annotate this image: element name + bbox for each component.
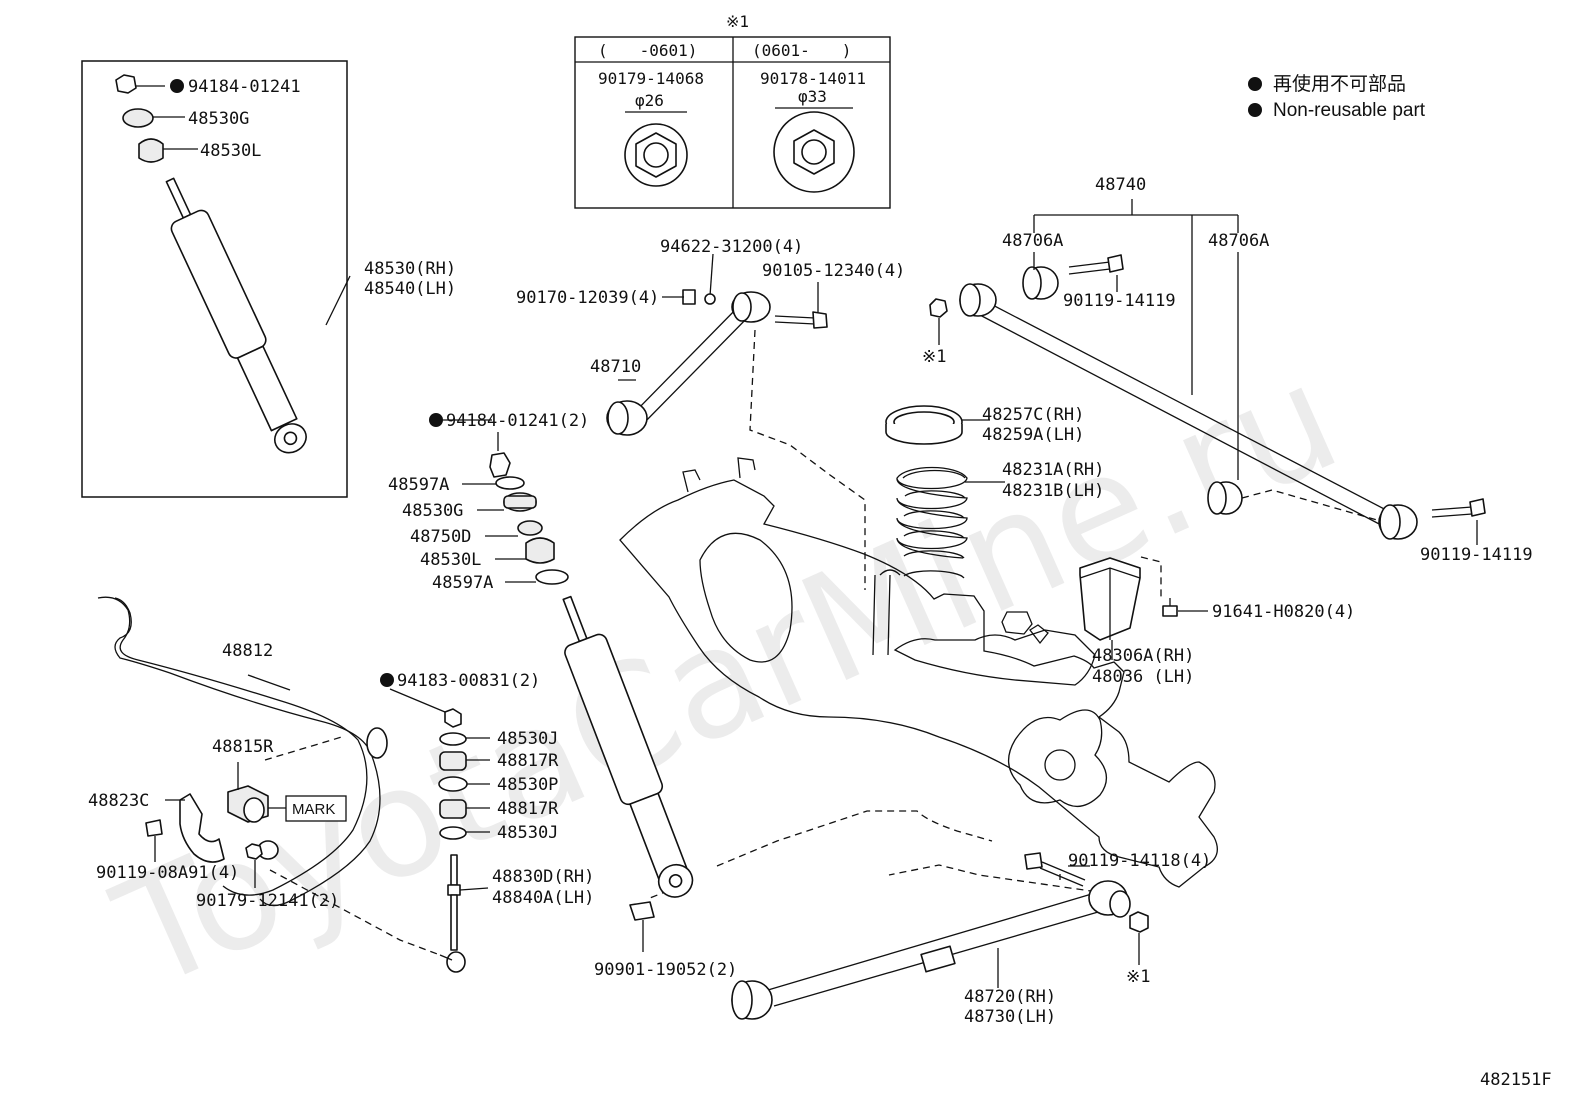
non-reusable-dot-icon <box>1248 77 1262 91</box>
label-48530j-2: 48530J <box>497 823 558 843</box>
label-48530g-top: 48530G <box>188 109 249 129</box>
nut-33-icon <box>773 107 855 193</box>
non-reusable-dot-icon <box>1248 103 1262 117</box>
nut-26-icon <box>624 111 688 187</box>
label-48530p: 48530P <box>497 775 558 795</box>
label-48530l-top: 48530L <box>200 141 261 161</box>
label-48823c: 48823C <box>88 791 149 811</box>
label-48597a-2: 48597A <box>432 573 493 593</box>
label-48706a-1: 48706A <box>1002 231 1063 251</box>
label-48830d: 48830D(RH) <box>492 867 594 887</box>
label-91641: 91641-H0820(4) <box>1212 602 1355 622</box>
label-48597a-1: 48597A <box>388 475 449 495</box>
lateral-control-rod <box>929 199 1486 545</box>
label-48530j-1: 48530J <box>497 729 558 749</box>
label-90119-14119-a: 90119-14119 <box>1063 291 1176 311</box>
label-94184-mid: 94184-01241(2) <box>446 411 589 431</box>
note-col1-range: ( -0601) <box>598 41 697 60</box>
label-94183: 94183-00831(2) <box>397 671 540 691</box>
label-48540-lh: 48540(LH) <box>364 279 456 299</box>
label-48720: 48720(RH) <box>964 987 1056 1007</box>
label-94184-top: 94184-01241 <box>188 77 301 97</box>
shock-absorber-inset <box>81 60 351 498</box>
nut-part <box>115 74 137 94</box>
label-48530g-mid: 48530G <box>402 501 463 521</box>
mark-box-label: MARK <box>292 801 335 818</box>
label-mark1-b: ※1 <box>1126 967 1150 987</box>
diagram-id: 482151F <box>1480 1070 1552 1090</box>
label-48840a: 48840A(LH) <box>492 888 594 908</box>
label-48259a: 48259A(LH) <box>982 425 1084 445</box>
non-reusable-dot-icon <box>380 673 394 687</box>
inset-frame <box>81 60 348 498</box>
shock-absorber-inset-body <box>165 177 307 454</box>
non-reusable-dot-icon <box>170 79 184 93</box>
label-mark1-a: ※1 <box>922 347 946 367</box>
note-col2-part: 90178-14011 <box>760 69 866 88</box>
stabilizer-link-stack <box>389 688 490 973</box>
note-col2-range: (0601- ) <box>752 41 851 60</box>
bolt-90170 <box>682 289 696 305</box>
label-90170: 90170-12039(4) <box>516 288 659 308</box>
label-48815r: 48815R <box>212 737 274 757</box>
legend-ja: 再使用不可部品 <box>1273 73 1406 95</box>
legend-en: Non-reusable part <box>1273 100 1426 121</box>
rear-axle-housing <box>619 457 1218 888</box>
note-col1-part: 90179-14068 <box>598 69 704 88</box>
bump-stopper <box>1079 557 1208 660</box>
label-90105: 90105-12340(4) <box>762 261 905 281</box>
label-90179-12141: 90179-12141(2) <box>196 891 339 911</box>
upper-control-arm <box>606 253 828 436</box>
label-48750d: 48750D <box>410 527 471 547</box>
label-48817r-2: 48817R <box>497 799 559 819</box>
label-48817r-1: 48817R <box>497 751 559 771</box>
label-48530-rh: 48530(RH) <box>364 259 456 279</box>
label-90119-14119-b: 90119-14119 <box>1420 545 1533 565</box>
lower-control-arm <box>731 852 1149 1020</box>
coil-spring <box>885 405 1005 579</box>
stabilizer-bar <box>97 596 388 907</box>
note-col1-dia: φ26 <box>635 91 664 110</box>
label-90901: 90901-19052(2) <box>594 960 737 980</box>
mark-box <box>285 795 347 822</box>
part-labels: 94184-01241 48530G 48530L 48530(RH) 4854… <box>88 12 1552 1090</box>
bushing-48530l-top <box>138 138 164 163</box>
note-mark: ※1 <box>726 12 749 31</box>
note-col2-dia: φ33 <box>798 87 827 106</box>
label-48306a: 48306A(RH) <box>1092 646 1194 666</box>
label-48036: 48036 (LH) <box>1092 667 1194 687</box>
legend <box>1248 77 1262 117</box>
bushing-48530g-top <box>122 108 154 128</box>
assembly-dashed-lines <box>264 329 1162 956</box>
label-90119-14118: 90119-14118(4) <box>1068 851 1211 871</box>
label-48730: 48730(LH) <box>964 1007 1056 1027</box>
label-48710: 48710 <box>590 357 641 377</box>
non-reusable-dot-icon <box>429 413 443 427</box>
label-48257c: 48257C(RH) <box>982 405 1084 425</box>
label-48812: 48812 <box>222 641 273 661</box>
label-48740: 48740 <box>1095 175 1146 195</box>
shock-absorber-main <box>437 419 694 952</box>
label-90119-08a91: 90119-08A91(4) <box>96 863 239 883</box>
label-48231a: 48231A(RH) <box>1002 460 1104 480</box>
label-94622: 94622-31200(4) <box>660 237 803 257</box>
label-48530l-mid: 48530L <box>420 550 481 570</box>
note-table <box>574 36 891 209</box>
washer-94622 <box>704 293 716 305</box>
label-48231b: 48231B(LH) <box>1002 481 1104 501</box>
label-48706a-2: 48706A <box>1208 231 1269 251</box>
